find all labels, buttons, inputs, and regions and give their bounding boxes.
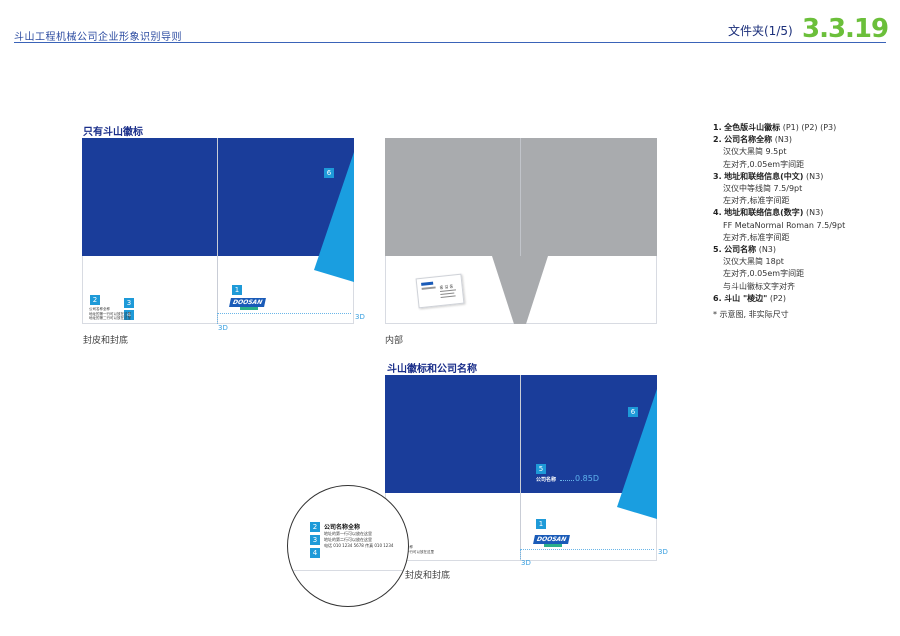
spec-line: 左对齐,标准字间距 — [723, 232, 790, 242]
zoom-badge-4: 4 — [310, 548, 320, 558]
panel2-caption: 内部 — [385, 336, 404, 346]
spec-list: 1. 全色版斗山徽标 (P1) (P2) (P3) 2. 公司名称全称 (N3)… — [713, 122, 845, 321]
spec-line: 汉仪大黑简 9.5pt — [723, 147, 787, 157]
logo-accent-p3 — [544, 544, 562, 547]
business-card: 홍 길 동 — [415, 273, 465, 309]
page-subtitle: 文件夹(1/5) — [728, 24, 793, 38]
card-logo — [421, 281, 434, 286]
dim-3d-bottom-3: 3D — [521, 559, 531, 567]
card-line — [421, 286, 436, 290]
spec-item-6: 6. 斗山 "棱边" (P2) — [713, 293, 786, 303]
header-divider — [14, 42, 886, 43]
badge-2: 2 — [90, 295, 100, 305]
guide-title: 斗山工程机械公司企业形象识别导则 — [14, 32, 182, 43]
folder-grey-area-2 — [385, 138, 657, 256]
section-number: 3.3.19 — [802, 14, 889, 44]
doosan-edge-shape-3 — [617, 389, 657, 519]
dim-line-v-1 — [217, 313, 218, 324]
logo-accent — [240, 307, 258, 310]
spec-item-3: 3. 地址和联络信息(中文) (N3) — [713, 171, 824, 181]
dim-3d-right-3: 3D — [658, 548, 668, 556]
spec-item-5: 5. 公司名称 (N3) — [713, 245, 777, 255]
folder-blue-area-1 — [82, 138, 354, 256]
badge-3: 3 — [124, 298, 134, 308]
spec-item-4: 4. 地址和联络信息(数字) (N3) — [713, 208, 824, 218]
badge-6-p3: 6 — [628, 407, 638, 417]
badge-1-p3: 1 — [536, 519, 546, 529]
zoom-company-name: 公司名称全称 — [324, 524, 361, 531]
zoom-badge-2: 2 — [310, 522, 320, 532]
zoom-magnifier: 2 3 4 公司名称全称 地址的第一行可以放在这里 地址的第二行可以放在这里 电… — [287, 485, 409, 607]
panel1-title: 只有斗山徽标 — [83, 127, 143, 138]
spec-line: 汉仪中等线简 7.5/9pt — [723, 184, 803, 194]
zoom-address: 地址的第一行可以放在这里 地址的第二行可以放在这里 电话 010 1234 56… — [324, 531, 394, 548]
spec-line: 左对齐,0.05em字间距 — [723, 269, 805, 279]
badge-6: 6 — [324, 168, 334, 178]
fold-line-1 — [217, 138, 218, 324]
card-line-4 — [440, 295, 456, 298]
zoom-badge-3: 3 — [310, 535, 320, 545]
badge-4: 4 — [124, 310, 134, 320]
badge-5: 5 — [536, 464, 546, 474]
doosan-logo: DOOSAN — [229, 298, 267, 307]
dim-line-h-1 — [217, 313, 351, 314]
spacing-line — [560, 480, 574, 481]
badge-1: 1 — [232, 285, 242, 295]
folder-pocket-slot — [492, 256, 548, 324]
spacing-label: 0.85D — [575, 474, 599, 483]
spec-item-2: 2. 公司名称全称 (N3) — [713, 135, 793, 145]
dim-line-v-3 — [520, 549, 521, 559]
doosan-logo-p3: DOOSAN — [533, 535, 571, 544]
panel3-title: 斗山徽标和公司名称 — [387, 364, 477, 375]
panel3-caption: 封皮和封底 — [405, 571, 451, 581]
spec-item-1: 1. 全色版斗山徽标 (P1) (P2) (P3) — [713, 123, 837, 132]
card-line-3 — [440, 292, 455, 295]
zoom-folder-edge — [288, 570, 408, 571]
panel1-caption: 封皮和封底 — [83, 336, 129, 346]
company-name-sample: 公司名称 — [536, 477, 557, 483]
folder-blue-area-3 — [385, 375, 657, 493]
fold-line-3 — [520, 375, 521, 561]
fold-line-2 — [520, 138, 521, 256]
spec-note: * 示意图, 非实际尺寸 — [713, 310, 789, 320]
spec-line: 与斗山徽标文字对齐 — [723, 281, 795, 291]
doosan-edge-shape-1 — [314, 152, 354, 282]
spec-line: 左对齐,标准字间距 — [723, 196, 790, 206]
spec-line: 汉仪大黑简 18pt — [723, 257, 784, 267]
address-text-small: 公司名称全称 地址的第一行可以放在这里 地址的第二行可以放在这里 — [89, 307, 131, 320]
spec-line: 左对齐,0.05em字间距 — [723, 159, 805, 169]
dim-3d-right-1: 3D — [355, 313, 365, 321]
dim-line-h-3 — [520, 549, 654, 550]
dim-3d-bottom-1: 3D — [218, 324, 228, 332]
spec-line: FF MetaNormal Roman 7.5/9pt — [723, 220, 846, 230]
